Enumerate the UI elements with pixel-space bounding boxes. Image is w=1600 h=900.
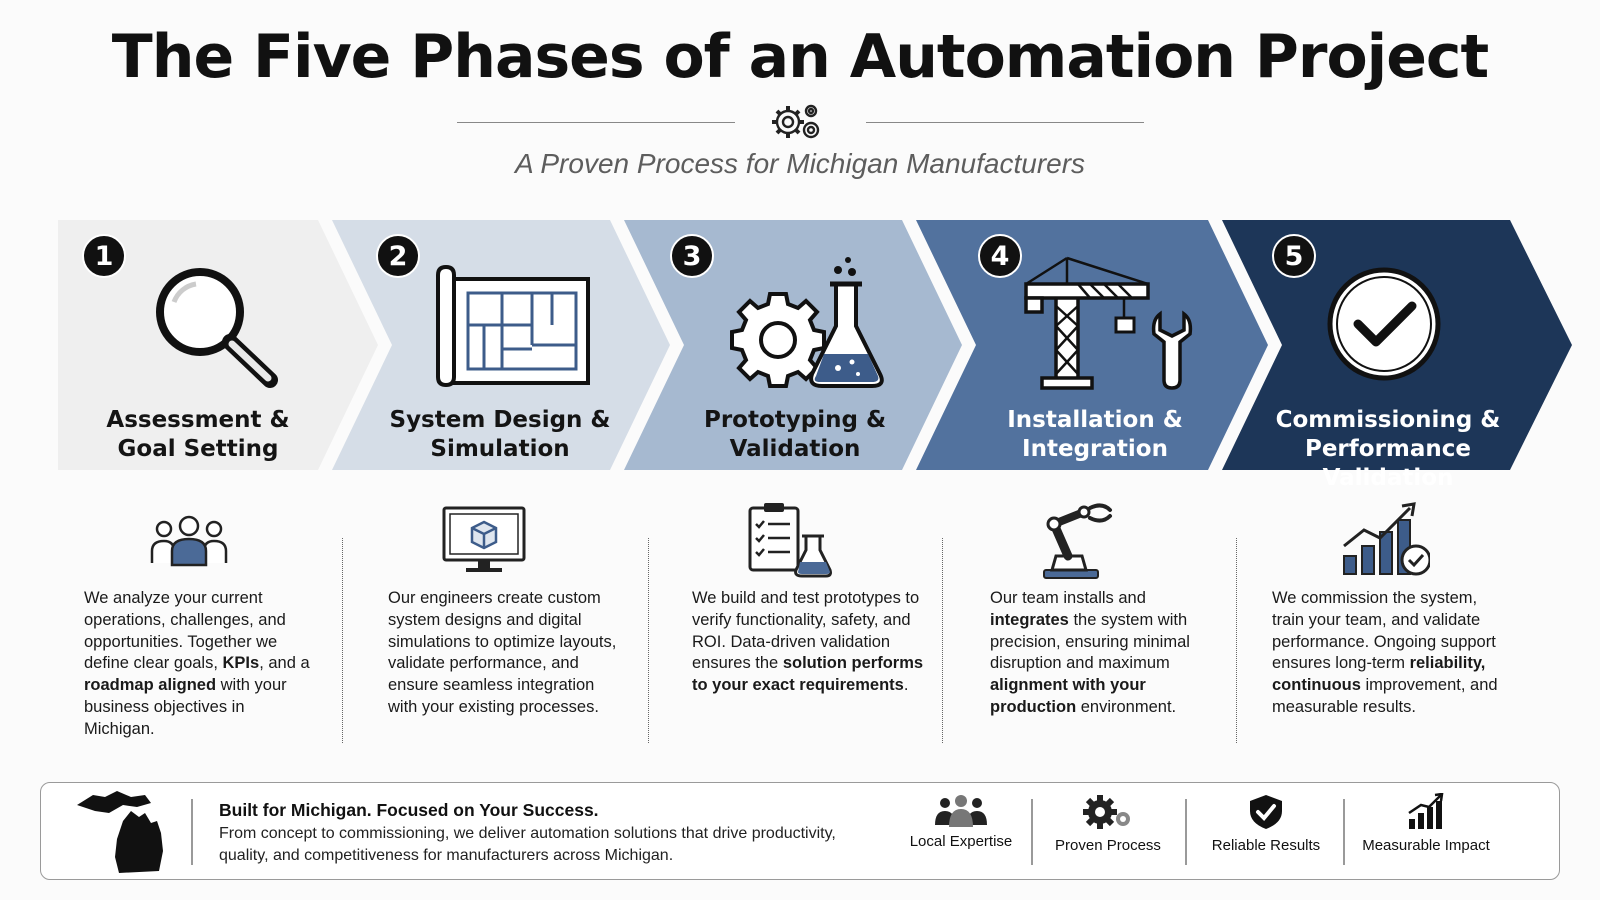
title-rule-right <box>866 122 1144 123</box>
phase-5-title-line1: Commissioning & <box>1275 407 1501 433</box>
column-separator <box>1236 538 1237 743</box>
phase-3-title-line1: Prototyping & <box>703 407 887 433</box>
crane-wrench-icon <box>1024 256 1193 390</box>
description-text-run: , and a <box>259 654 310 673</box>
computer-monitor-icon <box>442 506 526 572</box>
shield-check-icon <box>1250 795 1282 829</box>
checklist-flask-icon <box>748 503 832 578</box>
description-text-run: solution performs to your exact requirem… <box>692 654 924 695</box>
banner-divider <box>1031 799 1033 865</box>
description-text-run: KPIs <box>222 654 260 673</box>
phase-2-description: Our engineers create custom system desig… <box>388 588 620 719</box>
description-text-run: Our team installs and <box>990 589 1146 607</box>
description-text-run: We commission the system, train your tea… <box>1272 589 1496 673</box>
description-text-run: We analyze your current operations, chal… <box>84 589 286 673</box>
bar-chart-icon <box>1408 793 1444 829</box>
phase-1-title-line1: Assessment & <box>106 407 290 433</box>
banner-heading: Built for Michigan. Focused on Your Succ… <box>219 800 599 820</box>
banner-divider <box>1343 799 1345 865</box>
description-text-run: . <box>903 676 909 695</box>
phase-4-chevron <box>916 220 1268 470</box>
michigan-map-icon <box>77 791 163 873</box>
column-separator <box>648 538 649 743</box>
description-text-run: reliability, continuous <box>1272 654 1486 695</box>
title-rule-left <box>457 122 735 123</box>
description-text-run: environment. <box>1076 697 1177 716</box>
robot-arm-icon <box>1043 503 1112 579</box>
phase-1-description: We analyze your current operations, chal… <box>84 588 316 741</box>
gears-icon <box>1083 795 1130 829</box>
blueprint-icon <box>436 265 590 388</box>
description-text-run: integrates <box>990 610 1069 629</box>
badge-measurable-impact: Measurable Impact <box>1351 793 1501 854</box>
phase-3-description: We build and test prototypes to verify f… <box>692 588 924 697</box>
phase-2-title-line2: Simulation <box>430 436 570 462</box>
gear-flask-icon <box>730 257 884 388</box>
gears-icon <box>772 104 820 139</box>
badge-measurable-impact-label: Measurable Impact <box>1362 837 1490 854</box>
phase-1-number: 1 <box>82 234 126 278</box>
badge-proven-process: Proven Process <box>1033 793 1183 854</box>
magnifying-glass-icon <box>156 268 278 388</box>
phase-5-description: We commission the system, train your tea… <box>1272 588 1504 719</box>
checkmark-circle-icon <box>1327 267 1441 381</box>
phase-5-title-line2: Performance Validation <box>1304 436 1472 491</box>
phase-4-title-line2: Integration <box>1022 436 1168 462</box>
banner-text: From concept to commissioning, we delive… <box>219 825 836 864</box>
badge-reliable-results-label: Reliable Results <box>1211 837 1321 854</box>
phase-5-title: Commissioning & Performance Validation <box>1238 406 1538 493</box>
team-icon <box>150 515 228 567</box>
phase-4-title: Installation & Integration <box>945 406 1245 464</box>
banner-divider <box>191 799 193 865</box>
phase-3-number: 3 <box>670 234 714 278</box>
description-text-run: We build and test prototypes to verify f… <box>692 589 920 673</box>
description-text-run: the system with precision, ensuring mini… <box>990 610 1190 673</box>
bottom-banner: Built for Michigan. Focused on Your Succ… <box>40 782 1560 880</box>
phase-3-title-line2: Validation <box>729 436 861 462</box>
description-text-run: with your business objectives in Michiga… <box>84 676 287 738</box>
banner-divider <box>1185 799 1187 865</box>
phase-4-number: 4 <box>978 234 1022 278</box>
column-separator <box>342 538 343 743</box>
people-icon <box>935 795 987 827</box>
description-text-run: roadmap aligned <box>84 676 217 695</box>
badge-proven-process-label: Proven Process <box>1055 837 1161 854</box>
growth-chart-check-icon <box>1343 502 1430 576</box>
phase-1-title: Assessment & Goal Setting <box>48 406 348 464</box>
badge-local-expertise-label: Local Expertise <box>909 833 1013 850</box>
page-subtitle: A Proven Process for Michigan Manufactur… <box>514 148 1086 179</box>
description-text-run: alignment with your production <box>990 676 1146 716</box>
column-separator <box>942 538 943 743</box>
phase-2-title-line1: System Design & <box>389 407 611 433</box>
phase-1-title-line2: Goal Setting <box>117 436 279 462</box>
phase-4-description: Our team installs and integrates the sys… <box>990 588 1222 719</box>
phase-2-title: System Design & Simulation <box>350 406 650 464</box>
badge-reliable-results: Reliable Results <box>1191 793 1341 854</box>
badge-local-expertise: Local Expertise <box>886 793 1036 850</box>
description-text-run: Our engineers create custom system desig… <box>388 589 617 716</box>
phase-5-number: 5 <box>1272 234 1316 278</box>
phase-4-title-line1: Installation & <box>1007 407 1183 433</box>
description-text-run: improvement, and measurable results. <box>1272 676 1498 716</box>
page-title: The Five Phases of an Automation Project <box>111 22 1489 92</box>
phase-2-number: 2 <box>376 234 420 278</box>
phase-3-title: Prototyping & Validation <box>645 406 945 464</box>
